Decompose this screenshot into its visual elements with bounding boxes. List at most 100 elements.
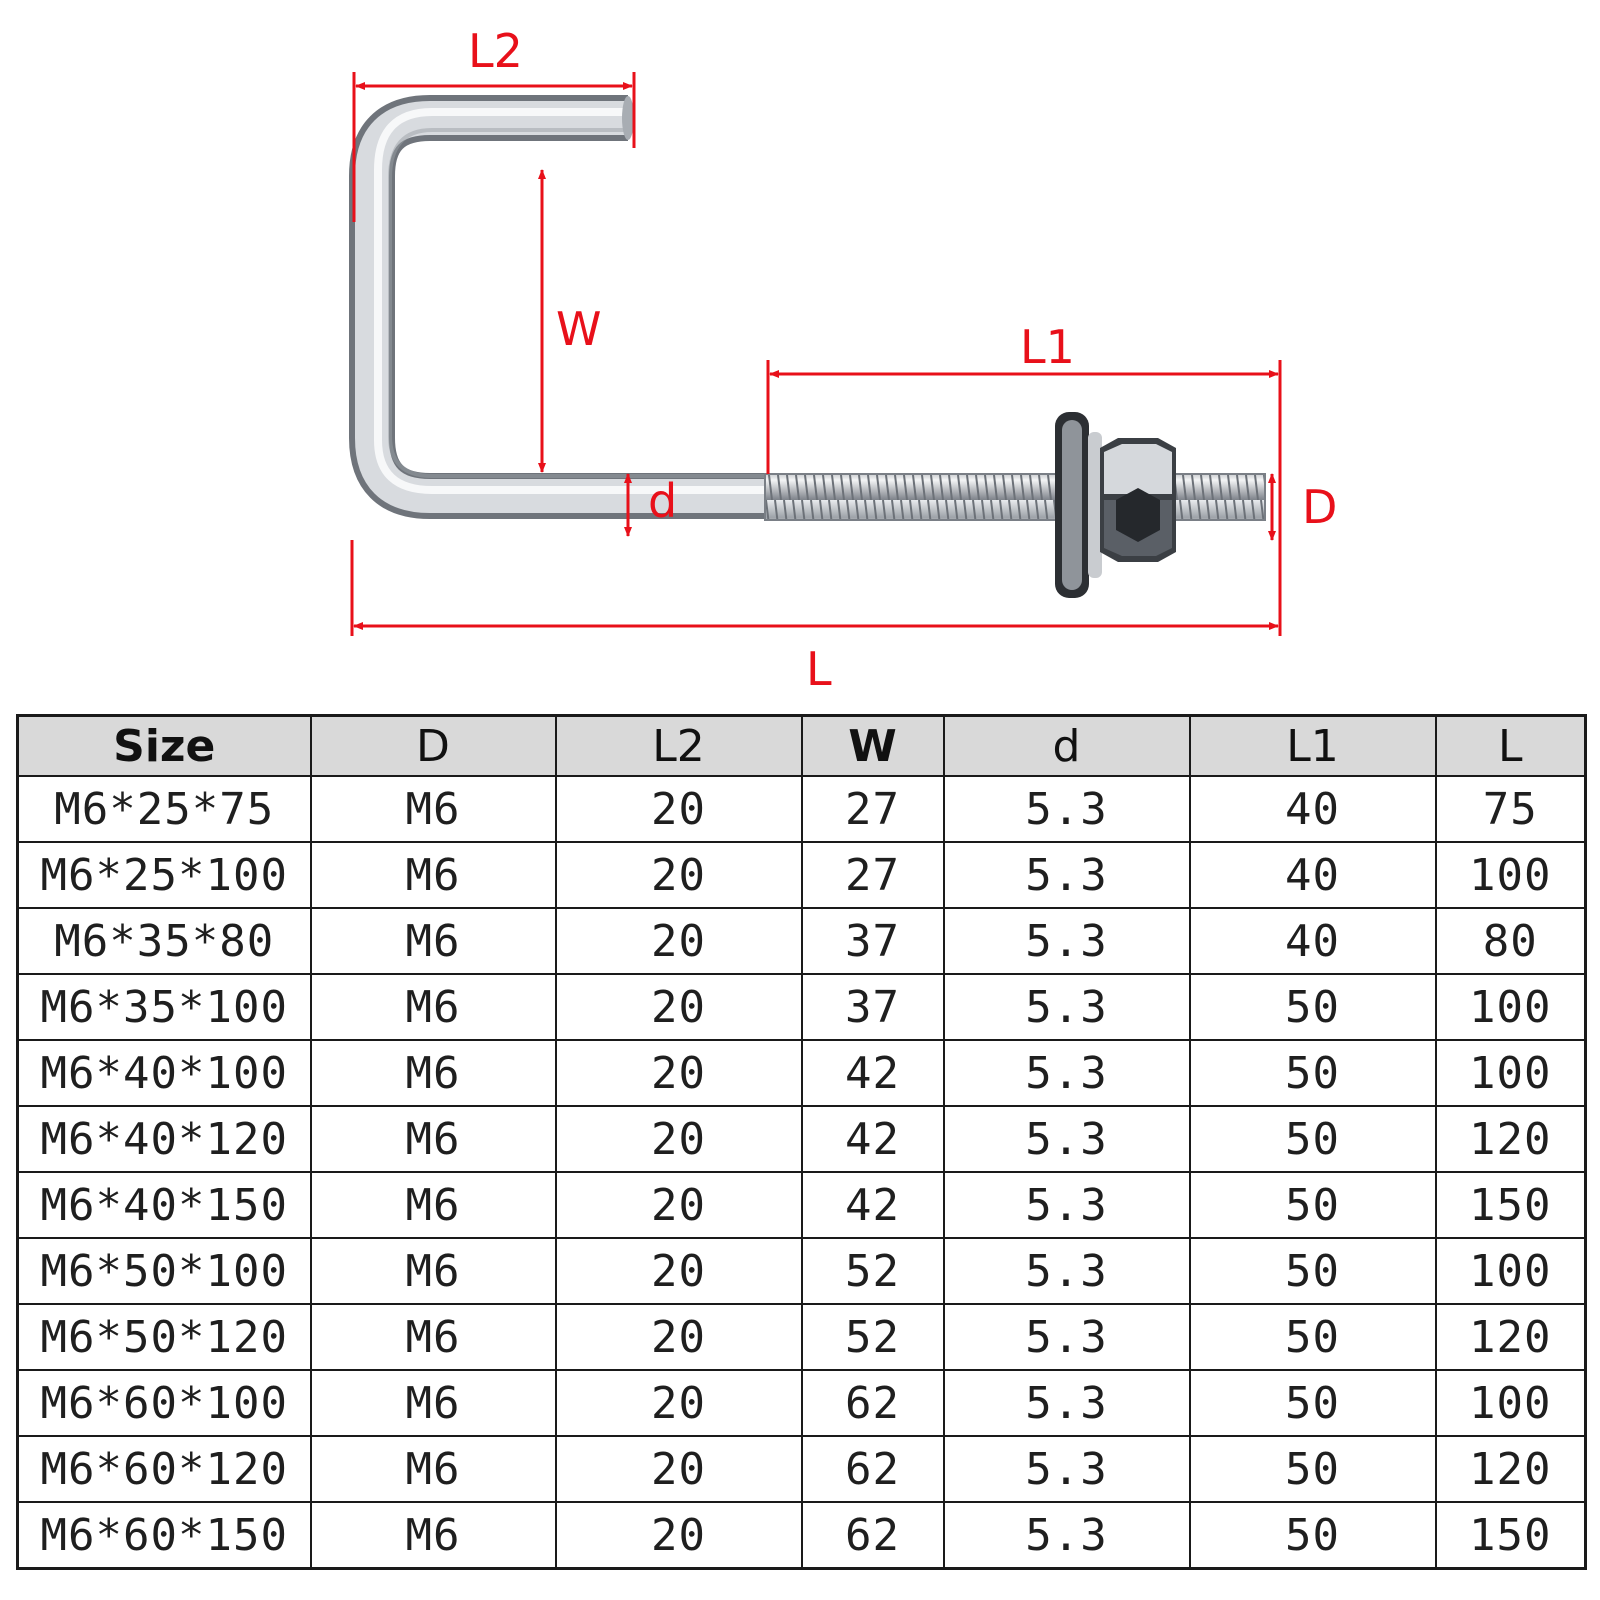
cell-L: 100 bbox=[1434, 1039, 1587, 1107]
cell-L: 100 bbox=[1434, 841, 1587, 909]
cell-size: M6*60*100 bbox=[16, 1369, 312, 1437]
cell-L2: 20 bbox=[554, 1435, 803, 1503]
cell-L1: 50 bbox=[1188, 1435, 1437, 1503]
dimension-label-d: d bbox=[648, 474, 678, 528]
cell-D: M6 bbox=[309, 1237, 557, 1305]
cell-size: M6*25*75 bbox=[16, 775, 312, 843]
dimension-label-L1: L1 bbox=[1020, 320, 1075, 374]
cell-L: 120 bbox=[1434, 1435, 1587, 1503]
washer bbox=[1055, 412, 1102, 598]
cell-L1: 50 bbox=[1188, 1105, 1437, 1173]
cell-W: 42 bbox=[800, 1039, 945, 1107]
cell-D: M6 bbox=[309, 1501, 557, 1570]
cell-L1: 50 bbox=[1188, 1039, 1437, 1107]
hook-rod bbox=[349, 95, 765, 519]
cell-d: 5.3 bbox=[942, 1171, 1191, 1239]
cell-L1: 40 bbox=[1188, 775, 1437, 843]
cell-L2: 20 bbox=[554, 973, 803, 1041]
cell-D: M6 bbox=[309, 775, 557, 843]
cell-d: 5.3 bbox=[942, 1369, 1191, 1437]
cell-D: M6 bbox=[309, 1435, 557, 1503]
cell-L2: 20 bbox=[554, 1171, 803, 1239]
cell-L2: 20 bbox=[554, 1039, 803, 1107]
cell-W: 27 bbox=[800, 841, 945, 909]
cell-D: M6 bbox=[309, 841, 557, 909]
cell-L1: 40 bbox=[1188, 907, 1437, 975]
cell-L1: 50 bbox=[1188, 973, 1437, 1041]
cell-L: 120 bbox=[1434, 1105, 1587, 1173]
dimension-label-D: D bbox=[1302, 480, 1338, 534]
dimension-label-L: L bbox=[806, 642, 832, 696]
cell-size: M6*25*100 bbox=[16, 841, 312, 909]
cell-L1: 50 bbox=[1188, 1237, 1437, 1305]
header-size: Size bbox=[16, 714, 312, 777]
cell-L2: 20 bbox=[554, 841, 803, 909]
header-L1: L1 bbox=[1188, 714, 1437, 777]
hex-nut bbox=[1100, 438, 1176, 562]
cell-L: 150 bbox=[1434, 1501, 1587, 1570]
cell-d: 5.3 bbox=[942, 1501, 1191, 1570]
cell-d: 5.3 bbox=[942, 1435, 1191, 1503]
cell-d: 5.3 bbox=[942, 1039, 1191, 1107]
cell-D: M6 bbox=[309, 1171, 557, 1239]
cell-D: M6 bbox=[309, 973, 557, 1041]
cell-d: 5.3 bbox=[942, 775, 1191, 843]
cell-size: M6*40*100 bbox=[16, 1039, 312, 1107]
cell-L: 100 bbox=[1434, 973, 1587, 1041]
cell-L2: 20 bbox=[554, 1237, 803, 1305]
cell-size: M6*35*100 bbox=[16, 973, 312, 1041]
cell-size: M6*50*120 bbox=[16, 1303, 312, 1371]
cell-L: 100 bbox=[1434, 1237, 1587, 1305]
cell-W: 52 bbox=[800, 1303, 945, 1371]
dimension-label-L2: L2 bbox=[468, 24, 523, 78]
hook-bolt-drawing bbox=[349, 72, 1282, 636]
cell-D: M6 bbox=[309, 907, 557, 975]
cell-size: M6*60*120 bbox=[16, 1435, 312, 1503]
cell-W: 42 bbox=[800, 1105, 945, 1173]
cell-L2: 20 bbox=[554, 1501, 803, 1570]
cell-W: 37 bbox=[800, 973, 945, 1041]
cell-L2: 20 bbox=[554, 775, 803, 843]
header-L2: L2 bbox=[554, 714, 803, 777]
cell-L1: 50 bbox=[1188, 1369, 1437, 1437]
cell-L: 75 bbox=[1434, 775, 1587, 843]
cell-L2: 20 bbox=[554, 1105, 803, 1173]
cell-size: M6*40*120 bbox=[16, 1105, 312, 1173]
cell-W: 62 bbox=[800, 1501, 945, 1570]
header-W: W bbox=[800, 714, 945, 777]
cell-d: 5.3 bbox=[942, 973, 1191, 1041]
cell-d: 5.3 bbox=[942, 907, 1191, 975]
header-L: L bbox=[1434, 714, 1587, 777]
cell-L: 120 bbox=[1434, 1303, 1587, 1371]
cell-L1: 50 bbox=[1188, 1501, 1437, 1570]
cell-size: M6*50*100 bbox=[16, 1237, 312, 1305]
cell-D: M6 bbox=[309, 1105, 557, 1173]
header-D: D bbox=[309, 714, 557, 777]
cell-L1: 40 bbox=[1188, 841, 1437, 909]
cell-L: 100 bbox=[1434, 1369, 1587, 1437]
cell-W: 52 bbox=[800, 1237, 945, 1305]
cell-L2: 20 bbox=[554, 907, 803, 975]
cell-W: 62 bbox=[800, 1435, 945, 1503]
cell-d: 5.3 bbox=[942, 841, 1191, 909]
cell-L1: 50 bbox=[1188, 1303, 1437, 1371]
cell-W: 37 bbox=[800, 907, 945, 975]
cell-d: 5.3 bbox=[942, 1303, 1191, 1371]
dimension-label-W: W bbox=[556, 302, 602, 356]
header-d: d bbox=[942, 714, 1191, 777]
cell-W: 62 bbox=[800, 1369, 945, 1437]
cell-size: M6*35*80 bbox=[16, 907, 312, 975]
